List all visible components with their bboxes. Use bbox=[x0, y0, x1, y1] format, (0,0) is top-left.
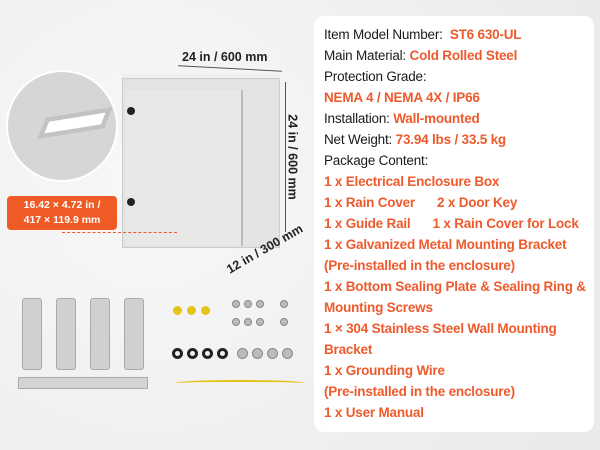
package-item: 1 x Rain Cover bbox=[324, 195, 415, 210]
lock-icon bbox=[127, 198, 135, 206]
washer bbox=[282, 348, 293, 359]
spec-label: Installation: bbox=[324, 111, 390, 126]
package-item: 1 x Guide Rail bbox=[324, 216, 411, 231]
package-item: 1 x Bottom Sealing Plate & Sealing Ring … bbox=[324, 279, 586, 294]
screw bbox=[232, 318, 240, 326]
guide-rail bbox=[18, 377, 148, 389]
spec-label: Net Weight: bbox=[324, 132, 393, 147]
package-label: Package Content: bbox=[324, 153, 429, 168]
package-item: 1 x User Manual bbox=[324, 405, 424, 420]
cutout-detail bbox=[6, 70, 118, 182]
package-item: 2 x Door Key bbox=[437, 195, 518, 210]
sealing-ring bbox=[187, 348, 198, 359]
package-item: 1 × 304 Stainless Steel Wall Mounting bbox=[324, 321, 557, 336]
badge-leader-line bbox=[62, 232, 177, 233]
specs-panel: Item Model Number: ST6 630-UL Main Mater… bbox=[314, 16, 594, 432]
screw bbox=[280, 300, 288, 308]
screw bbox=[280, 318, 288, 326]
package-item: 1 x Galvanized Metal Mounting Bracket bbox=[324, 237, 567, 252]
sealing-ring bbox=[202, 348, 213, 359]
sealing-ring bbox=[217, 348, 228, 359]
spec-protection-label: Protection Grade: bbox=[324, 69, 427, 84]
spec-protection-value: NEMA 4 / NEMA 4X / IP66 bbox=[324, 90, 480, 105]
mounting-bracket bbox=[124, 298, 144, 370]
spec-model: Item Model Number: ST6 630-UL bbox=[324, 24, 594, 45]
rain-cover-lock bbox=[187, 306, 196, 315]
cutout-dimension-badge: 16.42 × 4.72 in / 417 × 119.9 mm bbox=[7, 196, 117, 230]
washer bbox=[237, 348, 248, 359]
spec-weight: Net Weight: 73.94 lbs / 33.5 kg bbox=[324, 129, 594, 150]
rain-cover-lock bbox=[201, 306, 210, 315]
package-item: Bracket bbox=[324, 342, 373, 357]
mounting-bracket bbox=[22, 298, 42, 370]
width-dimension: 24 in / 600 mm bbox=[182, 50, 268, 64]
washer bbox=[267, 348, 278, 359]
spec-value: Wall-mounted bbox=[393, 111, 480, 126]
spec-value: ST6 630-UL bbox=[449, 27, 522, 42]
sealing-ring bbox=[172, 348, 183, 359]
package-item: (Pre-installed in the enclosure) bbox=[324, 258, 515, 273]
package-item-row: 1 x Rain Cover 2 x Door Key bbox=[324, 192, 594, 213]
package-item: 1 x Electrical Enclosure Box bbox=[324, 174, 500, 189]
badge-line-2: 417 × 119.9 mm bbox=[23, 214, 101, 226]
spec-value: Cold Rolled Steel bbox=[409, 48, 518, 63]
spec-label: Item Model Number: bbox=[324, 27, 443, 42]
spec-value: 73.94 lbs / 33.5 kg bbox=[395, 132, 506, 147]
screw bbox=[256, 300, 264, 308]
package-item: (Pre-installed in the enclosure) bbox=[324, 384, 515, 399]
lock-icon bbox=[127, 107, 135, 115]
spec-material: Main Material: Cold Rolled Steel bbox=[324, 45, 594, 66]
mounting-bracket bbox=[56, 298, 76, 370]
spec-label: Main Material: bbox=[324, 48, 406, 63]
package-item: Mounting Screws bbox=[324, 300, 433, 315]
screw bbox=[232, 300, 240, 308]
package-item-row: 1 x Guide Rail 1 x Rain Cover for Lock bbox=[324, 213, 594, 234]
enclosure-door bbox=[125, 90, 243, 246]
mounting-bracket bbox=[90, 298, 110, 370]
screw bbox=[256, 318, 264, 326]
spec-installation: Installation: Wall-mounted bbox=[324, 108, 594, 129]
screw bbox=[244, 318, 252, 326]
rain-cover-lock bbox=[173, 306, 182, 315]
grounding-wire bbox=[175, 380, 305, 386]
height-line bbox=[285, 82, 286, 232]
screw bbox=[244, 300, 252, 308]
package-item: 1 x Rain Cover for Lock bbox=[432, 216, 579, 231]
height-dimension: 24 in / 600 mm bbox=[285, 114, 300, 200]
badge-line-1: 16.42 × 4.72 in / bbox=[23, 199, 101, 211]
washer bbox=[252, 348, 263, 359]
package-item: 1 x Grounding Wire bbox=[324, 363, 445, 378]
